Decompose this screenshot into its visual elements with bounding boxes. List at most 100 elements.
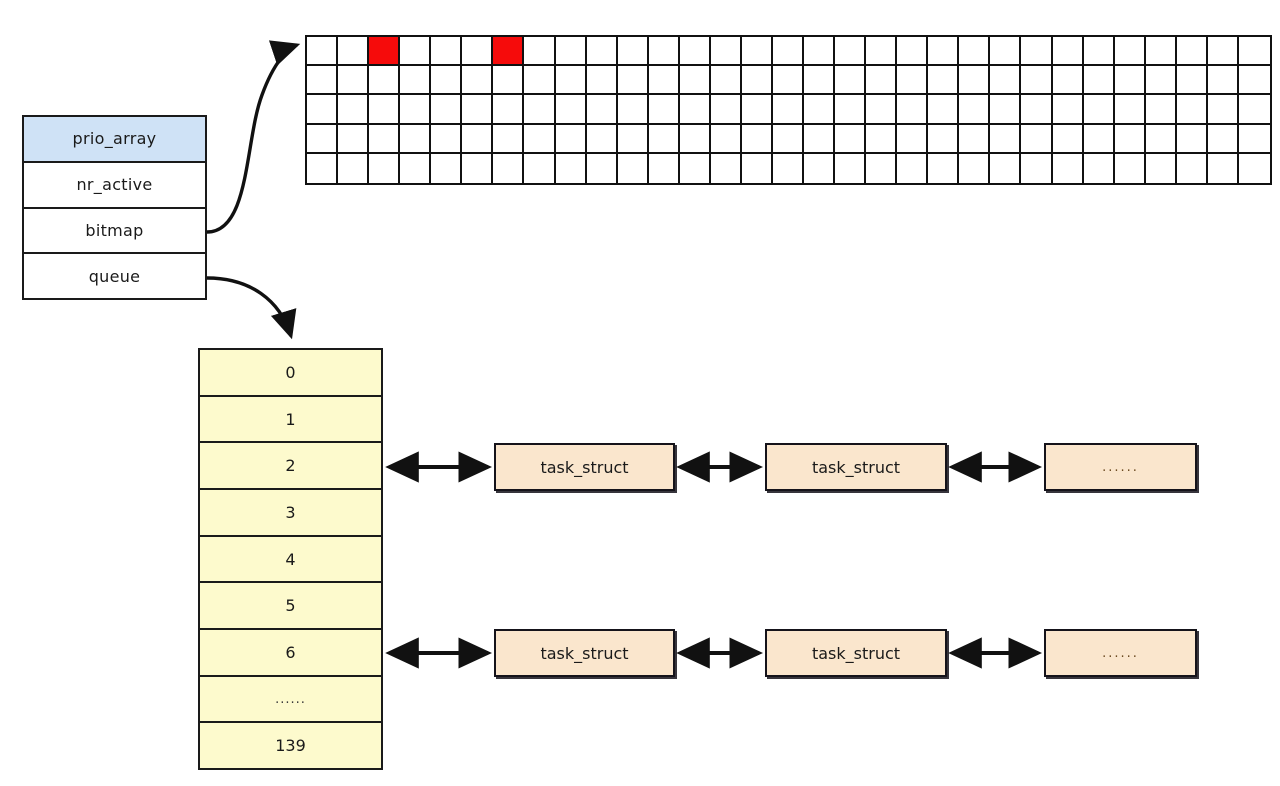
bitmap-cell[interactable]	[710, 153, 742, 183]
bitmap-cell[interactable]	[1114, 153, 1146, 183]
bitmap-cell[interactable]	[866, 37, 898, 67]
bitmap-cell[interactable]	[741, 37, 773, 67]
bitmap-cell[interactable]	[524, 124, 556, 154]
bitmap-cell[interactable]	[586, 95, 618, 125]
bitmap-cell[interactable]	[804, 124, 836, 154]
bitmap-cell[interactable]	[1145, 66, 1177, 96]
bitmap-cell[interactable]	[835, 124, 867, 154]
bitmap-cell[interactable]	[1176, 124, 1208, 154]
bitmap-cell[interactable]	[1021, 124, 1053, 154]
bitmap-cell[interactable]	[741, 66, 773, 96]
bitmap-cell[interactable]	[648, 124, 680, 154]
bitmap-cell[interactable]	[679, 153, 711, 183]
bitmap-cell[interactable]	[617, 37, 649, 67]
queue-cell-139[interactable]: 139	[200, 723, 381, 769]
bitmap-cell[interactable]	[804, 95, 836, 125]
queue-cell-6[interactable]: 6	[200, 630, 381, 677]
bitmap-cell[interactable]	[1207, 124, 1239, 154]
bitmap-cell[interactable]	[431, 153, 463, 183]
bitmap-cell[interactable]	[431, 37, 463, 67]
bitmap-cell[interactable]	[897, 124, 929, 154]
bitmap-cell[interactable]	[1145, 95, 1177, 125]
bitmap-cell[interactable]	[772, 66, 805, 96]
bitmap-cell[interactable]	[400, 95, 432, 125]
bitmap-cell[interactable]	[307, 66, 339, 96]
bitmap-cell[interactable]	[400, 66, 432, 96]
bitmap-cell[interactable]	[493, 124, 525, 154]
bitmap-cell[interactable]	[431, 124, 463, 154]
bitmap-cell[interactable]	[338, 153, 370, 183]
task-struct-node[interactable]: task_struct	[765, 629, 947, 677]
bitmap-cell[interactable]	[804, 153, 836, 183]
bitmap-cell[interactable]	[1207, 37, 1239, 67]
task-list-more-node[interactable]: ......	[1044, 443, 1197, 491]
bitmap-cell[interactable]	[928, 37, 960, 67]
queue-cell-3[interactable]: 3	[200, 490, 381, 537]
bitmap-cell[interactable]	[1083, 95, 1115, 125]
bitmap-cell[interactable]	[679, 37, 711, 67]
bitmap-cell[interactable]	[1238, 124, 1270, 154]
bitmap-cell[interactable]	[617, 66, 649, 96]
bitmap-cell[interactable]	[307, 153, 339, 183]
bitmap-cell[interactable]	[959, 66, 991, 96]
bitmap-cell[interactable]	[524, 95, 556, 125]
bitmap-cell[interactable]	[1238, 37, 1270, 67]
bitmap-cell[interactable]	[1052, 153, 1084, 183]
bitmap-cell[interactable]	[710, 37, 742, 67]
bitmap-cell[interactable]	[866, 124, 898, 154]
bitmap-cell[interactable]	[741, 95, 773, 125]
bitmap-cell[interactable]	[1114, 95, 1146, 125]
bitmap-cell[interactable]	[710, 95, 742, 125]
bitmap-cell[interactable]	[648, 37, 680, 67]
bitmap-cell[interactable]	[369, 95, 401, 125]
bitmap-cell[interactable]	[338, 95, 370, 125]
bitmap-cell[interactable]	[338, 124, 370, 154]
bitmap-cell[interactable]	[648, 153, 680, 183]
bitmap-cell[interactable]	[959, 124, 991, 154]
bitmap-cell[interactable]	[586, 37, 618, 67]
bitmap-cell[interactable]	[555, 153, 587, 183]
bitmap-cell[interactable]	[741, 153, 773, 183]
task-list-more-node[interactable]: ......	[1044, 629, 1197, 677]
bitmap-cell[interactable]	[772, 95, 805, 125]
queue-cell-moremoremoremoremoremore[interactable]: ......	[200, 676, 381, 724]
bitmap-cell[interactable]	[1052, 95, 1084, 125]
bitmap-cell[interactable]	[1052, 37, 1084, 67]
bitmap-cell[interactable]	[1207, 95, 1239, 125]
queue-cell-0[interactable]: 0	[200, 350, 381, 397]
bitmap-cell[interactable]	[835, 95, 867, 125]
bitmap-cell[interactable]	[679, 124, 711, 154]
bitmap-cell[interactable]	[835, 66, 867, 96]
bitmap-cell[interactable]	[897, 153, 929, 183]
bitmap-cell[interactable]	[1021, 95, 1053, 125]
queue-cell-2[interactable]: 2	[200, 443, 381, 491]
bitmap-cell[interactable]	[307, 124, 339, 154]
bitmap-cell[interactable]	[1021, 37, 1053, 67]
bitmap-cell[interactable]	[1238, 95, 1270, 125]
bitmap-cell[interactable]	[462, 124, 494, 154]
bitmap-cell[interactable]	[400, 153, 432, 183]
bitmap-cell[interactable]	[493, 95, 525, 125]
queue-cell-5[interactable]: 5	[200, 583, 381, 631]
bitmap-cell[interactable]	[369, 124, 401, 154]
bitmap-cell[interactable]	[928, 153, 960, 183]
bitmap-cell-set[interactable]	[369, 37, 401, 67]
bitmap-cell[interactable]	[307, 37, 339, 67]
bitmap-cell[interactable]	[990, 95, 1022, 125]
bitmap-cell[interactable]	[493, 153, 525, 183]
bitmap-cell[interactable]	[990, 153, 1022, 183]
bitmap-cell[interactable]	[493, 66, 525, 96]
bitmap-cell[interactable]	[1176, 66, 1208, 96]
bitmap-cell[interactable]	[897, 66, 929, 96]
bitmap-cell[interactable]	[710, 124, 742, 154]
bitmap-cell[interactable]	[586, 124, 618, 154]
bitmap-cell[interactable]	[897, 37, 929, 67]
task-struct-node[interactable]: task_struct	[494, 443, 675, 491]
bitmap-cell[interactable]	[369, 66, 401, 96]
bitmap-cell[interactable]	[555, 124, 587, 154]
bitmap-cell[interactable]	[400, 124, 432, 154]
bitmap-cell[interactable]	[710, 66, 742, 96]
bitmap-cell[interactable]	[586, 66, 618, 96]
bitmap-cell[interactable]	[928, 95, 960, 125]
bitmap-cell[interactable]	[741, 124, 773, 154]
